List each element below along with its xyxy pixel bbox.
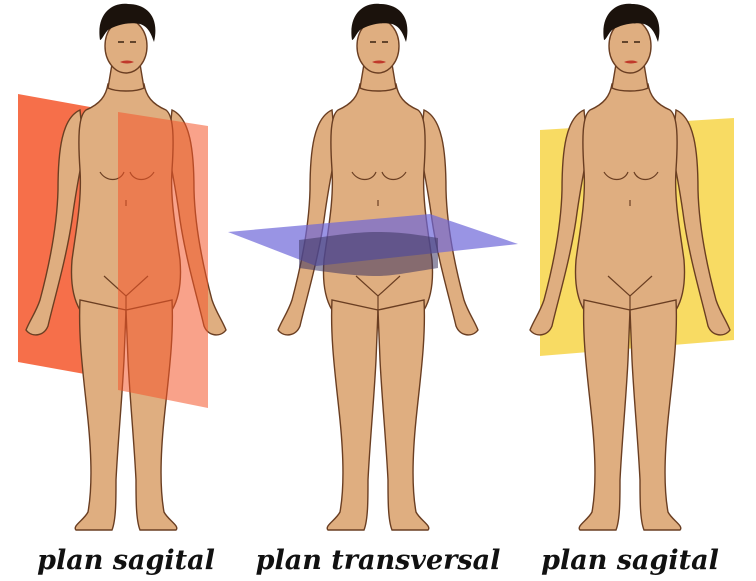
- caption-plan-sagital-2: plan sagital: [504, 540, 756, 581]
- figure-1-svg: [0, 0, 252, 540]
- figure-3-svg: [504, 0, 756, 540]
- figure-sagittal-left: [0, 0, 252, 540]
- transverse-plane-body-intersection: [299, 232, 438, 276]
- figure-coronal: [504, 0, 756, 540]
- human-body: [530, 4, 730, 530]
- sagittal-plane-front: [118, 112, 208, 408]
- figure-transverse: [252, 0, 504, 540]
- caption-plan-transversal: plan transversal: [252, 540, 504, 581]
- caption-plan-sagital-1: plan sagital: [0, 540, 252, 581]
- figure-2-svg: [252, 0, 504, 540]
